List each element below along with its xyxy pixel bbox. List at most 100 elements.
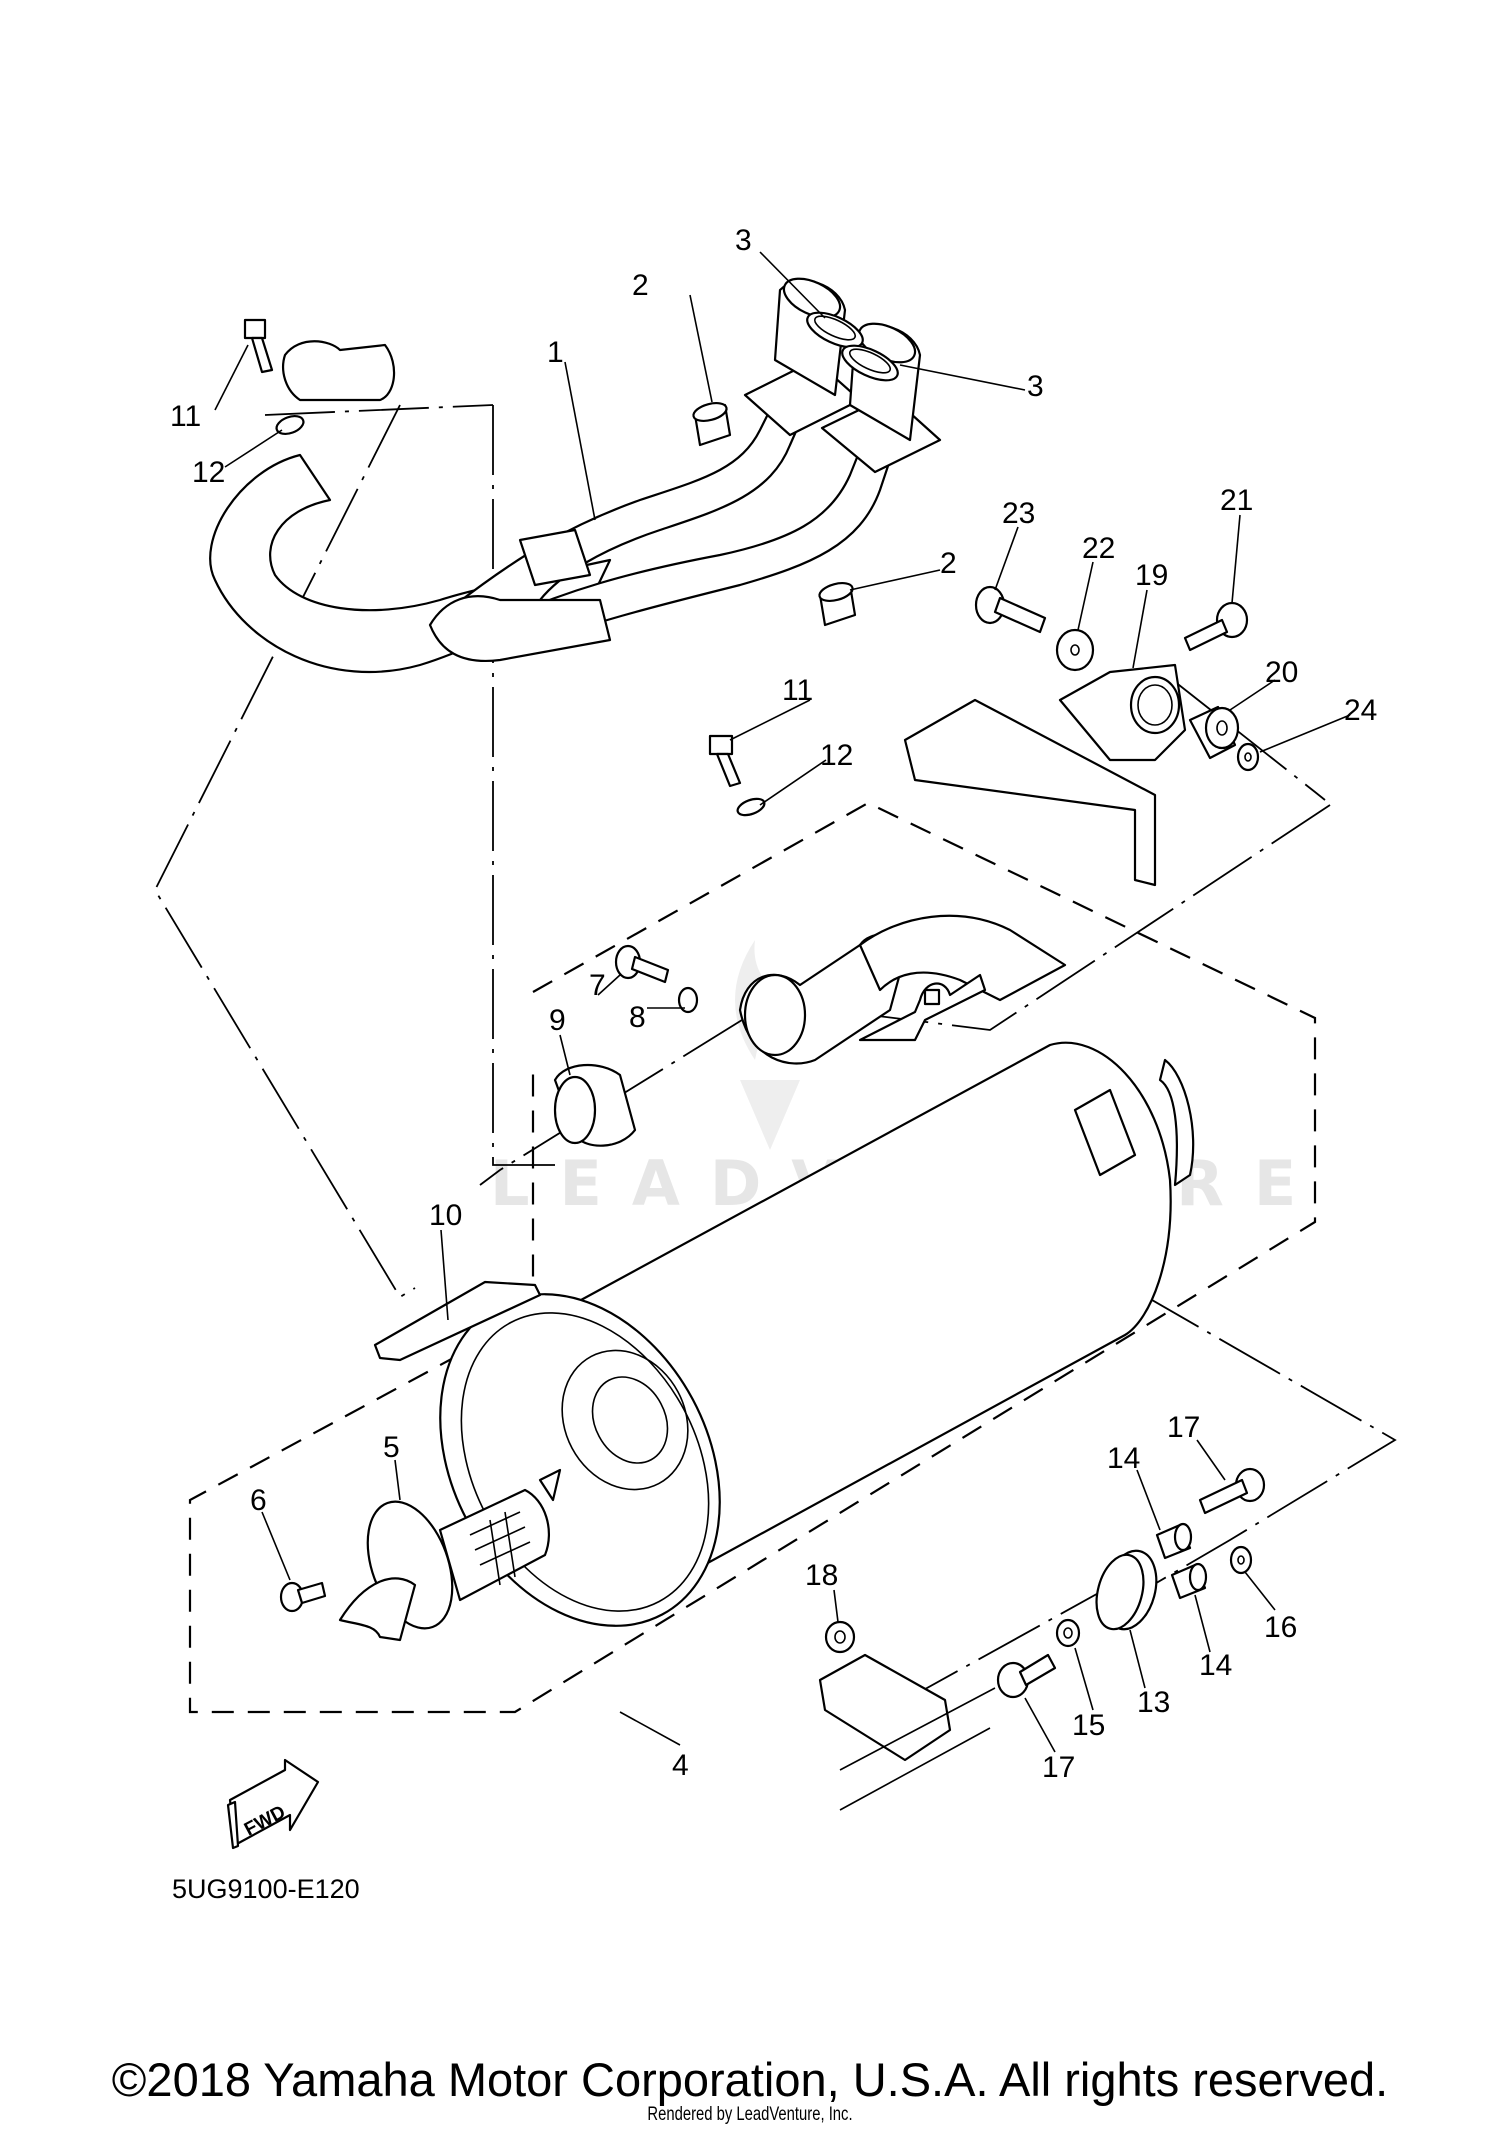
pipe-routing-vertical xyxy=(492,405,562,1166)
callout-7[interactable]: 7 xyxy=(589,969,606,1002)
washer-15[interactable] xyxy=(1055,1618,1081,1648)
callout-15[interactable]: 15 xyxy=(1072,1709,1105,1742)
outlet-upper-opening xyxy=(782,277,842,319)
callout-14-upper[interactable]: 14 xyxy=(1107,1442,1140,1475)
washer-mid[interactable] xyxy=(735,796,766,819)
callout-18[interactable]: 18 xyxy=(805,1559,838,1592)
nut-lower[interactable] xyxy=(818,580,857,627)
collar-flange xyxy=(1173,1522,1193,1552)
screw-6[interactable] xyxy=(279,1581,327,1613)
muffler-inlet-clamp[interactable] xyxy=(738,933,907,1065)
bolt-mid[interactable] xyxy=(708,734,742,788)
callout-16[interactable]: 16 xyxy=(1264,1611,1297,1644)
nut-icon xyxy=(824,1620,856,1654)
copyright-notice: ©2018 Yamaha Motor Corporation, U.S.A. A… xyxy=(111,2053,1389,2106)
gasket-ring-9[interactable] xyxy=(553,1063,637,1147)
frame-bracket-body xyxy=(903,698,1157,887)
bracket-bore-inner xyxy=(1137,684,1173,726)
gasket-upper[interactable] xyxy=(802,306,867,355)
pipe-routing-upper xyxy=(264,404,494,416)
callout-3-lower[interactable]: 3 xyxy=(1027,370,1044,403)
nut-upper[interactable] xyxy=(692,400,732,447)
callout-17-upper[interactable]: 17 xyxy=(1167,1411,1200,1444)
damper-20[interactable] xyxy=(1188,705,1240,760)
bolt-7[interactable] xyxy=(614,944,670,984)
callout-23[interactable]: 23 xyxy=(1002,497,1035,530)
muffler-mount-bracket[interactable] xyxy=(858,973,987,1042)
muffler-assembly-boundary xyxy=(188,801,1317,1714)
callout-9[interactable]: 9 xyxy=(549,1004,566,1037)
muffler-rear-tab xyxy=(1073,1088,1137,1177)
washer-icon xyxy=(677,986,699,1014)
washer-hole xyxy=(1070,644,1080,656)
damper-13[interactable] xyxy=(1089,1545,1165,1635)
mount-bracket-body xyxy=(818,1653,952,1762)
washer-icon xyxy=(1055,1618,1081,1648)
arrester-mesh xyxy=(469,1511,531,1586)
callout-13[interactable]: 13 xyxy=(1137,1686,1170,1719)
collar-14-lower[interactable] xyxy=(1170,1562,1208,1600)
callout-1[interactable]: 1 xyxy=(547,336,564,369)
callout-11-mid[interactable]: 11 xyxy=(782,674,813,707)
gasket-lower[interactable] xyxy=(837,339,902,388)
callout-2-upper[interactable]: 2 xyxy=(632,269,649,302)
washer-22[interactable] xyxy=(1055,628,1095,672)
pipe-junction-collar[interactable] xyxy=(428,595,612,663)
nut-hole xyxy=(834,1630,846,1644)
callout-3-upper[interactable]: 3 xyxy=(735,224,752,257)
callouts: 1 2 2 3 3 4 5 6 7 8 9 10 11 11 12 12 13 … xyxy=(170,224,1377,1784)
bolt-shank xyxy=(630,955,670,984)
pipe-junction-bracket[interactable] xyxy=(518,528,592,587)
washer-24[interactable] xyxy=(1236,742,1260,772)
bolt-17-lower[interactable] xyxy=(996,1653,1057,1699)
washer-8[interactable] xyxy=(677,986,699,1014)
callout-6[interactable]: 6 xyxy=(250,1484,267,1517)
callout-4[interactable]: 4 xyxy=(672,1749,689,1782)
gasket-hole xyxy=(813,315,857,341)
callout-11-upper[interactable]: 11 xyxy=(170,400,201,433)
callout-12-mid[interactable]: 12 xyxy=(820,739,853,772)
bolt-upper-left[interactable] xyxy=(243,318,274,374)
leader-lines xyxy=(214,251,1351,1753)
washer-upper-left[interactable] xyxy=(274,413,306,438)
callout-8[interactable]: 8 xyxy=(629,1001,646,1034)
bolt-23[interactable] xyxy=(974,585,1047,634)
callout-10[interactable]: 10 xyxy=(429,1199,462,1232)
callout-5[interactable]: 5 xyxy=(383,1431,400,1464)
callout-22[interactable]: 22 xyxy=(1082,532,1115,565)
bracket-plate-10[interactable] xyxy=(373,1280,542,1362)
pipe-clamp[interactable] xyxy=(282,340,396,402)
damper-face xyxy=(1095,1553,1145,1631)
callout-17-lower[interactable]: 17 xyxy=(1042,1751,1075,1784)
washer-hole xyxy=(1063,1627,1073,1639)
rear-damper-line xyxy=(917,1579,1123,1694)
bolt-shank xyxy=(993,596,1047,634)
callout-2-lower[interactable]: 2 xyxy=(940,547,957,580)
callout-21[interactable]: 21 xyxy=(1220,484,1253,517)
callout-20[interactable]: 20 xyxy=(1265,656,1298,689)
collar-14-upper[interactable] xyxy=(1155,1522,1193,1560)
rear-mount-routing xyxy=(974,1197,1397,1611)
gasket-ring-icon xyxy=(806,311,864,349)
washer-16[interactable] xyxy=(1229,1545,1253,1575)
callout-12-upper[interactable]: 12 xyxy=(192,456,225,489)
clamp-routing-line-left xyxy=(153,404,416,1299)
callout-24[interactable]: 24 xyxy=(1344,694,1377,727)
gasket-hole xyxy=(848,348,892,374)
callout-14-lower[interactable]: 14 xyxy=(1199,1649,1232,1682)
callout-19[interactable]: 19 xyxy=(1135,559,1168,592)
washer-icon xyxy=(275,414,305,436)
nut-18[interactable] xyxy=(824,1620,856,1654)
bolt-17-upper[interactable] xyxy=(1198,1467,1266,1515)
bolt-21[interactable] xyxy=(1183,601,1249,652)
inlet-opening xyxy=(743,973,807,1057)
muffler-outlet-hole xyxy=(591,1376,669,1464)
bracket-19[interactable] xyxy=(1058,663,1187,762)
arrester-tip xyxy=(538,1468,562,1502)
frame-mount-bracket xyxy=(818,1653,996,1811)
nut-flange xyxy=(818,582,854,602)
collar-flange xyxy=(1188,1562,1208,1592)
spark-arrester-5[interactable] xyxy=(338,1468,562,1642)
nut-flange xyxy=(692,402,728,422)
muffler-inlet-pipe[interactable] xyxy=(858,914,1067,1002)
